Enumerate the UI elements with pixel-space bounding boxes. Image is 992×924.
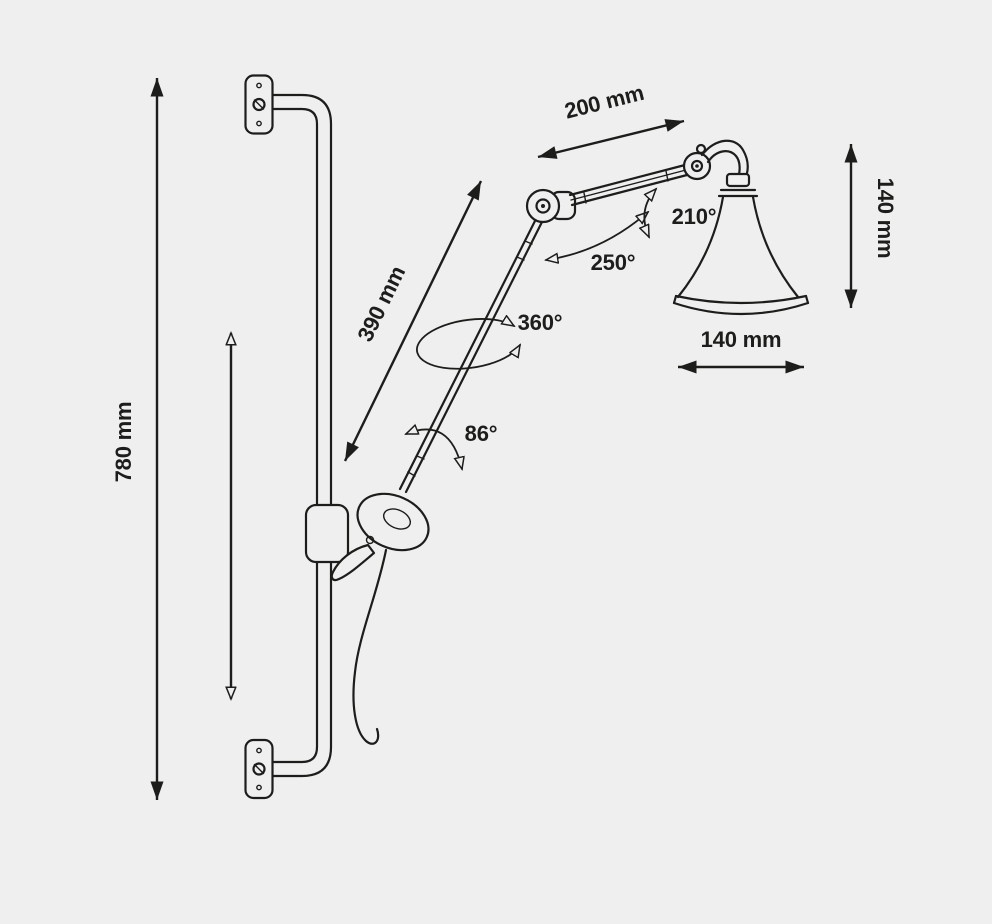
dim-upper-arm-label: 200 mm	[562, 80, 646, 124]
clamp-screw	[365, 535, 375, 545]
lower-arm-ferrule-1	[407, 471, 416, 477]
lower-arm-edge-2	[404, 214, 547, 494]
dim-shade-diameter-label: 140 mm	[701, 327, 782, 352]
wall-bar-inner-edge	[271, 107, 319, 764]
upper-arm-seam	[570, 169, 687, 201]
dim-upper-arm-arrow	[537, 119, 685, 159]
socket-cap	[725, 172, 751, 188]
upper-arm-edge-1	[568, 163, 687, 197]
top-plate-screw-slot	[253, 99, 265, 110]
elbow-hub	[535, 198, 551, 214]
elbow-joint	[525, 188, 577, 224]
shade-joint	[682, 143, 712, 181]
top-plate-hole-upper	[256, 82, 262, 89]
upper-arm	[568, 163, 689, 207]
dim-mount-height-label: 780 mm	[111, 402, 136, 483]
lower-arm-edge-1	[398, 211, 541, 491]
clamp-knuckle-inner	[382, 508, 412, 530]
lower-arm-ferrule-3	[516, 256, 525, 261]
upper-arm-tick-1	[583, 192, 587, 204]
angle-elbow-label: 250°	[591, 250, 636, 275]
bottom-plate-screw	[252, 762, 266, 776]
stem-outer-curve	[700, 139, 749, 182]
bottom-plate-hole-upper	[256, 747, 262, 754]
angle-base-tilt: 86°	[406, 421, 498, 469]
angle-arm-rotation-ellipse	[416, 319, 520, 370]
power-cable	[352, 548, 388, 745]
dim-upper-arm: 200 mm	[537, 80, 685, 159]
angle-shade-tilt-arc	[644, 189, 656, 237]
shade-profile-left	[676, 195, 725, 299]
shade-rim-edge-right	[804, 294, 810, 305]
angle-elbow-arc	[546, 212, 648, 260]
angle-base-tilt-label: 86°	[465, 421, 498, 446]
shade-rim-top	[674, 294, 808, 305]
top-plate-hole-lower	[256, 120, 262, 127]
bottom-wall-plate	[244, 738, 274, 800]
wall-bar-outer-edge	[271, 93, 333, 778]
top-plate-screw	[252, 97, 266, 112]
clamp-lever	[330, 543, 376, 582]
upper-arm-tick-2	[665, 170, 669, 182]
angle-elbow-rotation: 250°	[546, 212, 648, 275]
angle-arm-rotation-label: 360°	[518, 310, 563, 335]
bottom-plate-screw-slot	[253, 763, 265, 775]
wall-bar	[271, 93, 333, 778]
dim-shade-height: 140 mm	[844, 144, 898, 308]
top-wall-plate	[244, 74, 274, 135]
shade-profile-right	[751, 195, 800, 299]
shade-rim-bottom	[672, 301, 810, 316]
shade-joint-hub	[690, 159, 704, 173]
clamp-collar	[304, 503, 350, 564]
elbow-pin	[541, 204, 545, 208]
stem-inner-curve	[706, 150, 741, 180]
lampshade	[672, 139, 810, 316]
clamp-knuckle	[356, 492, 430, 552]
slide-clamp	[304, 492, 430, 582]
angle-shade-tilt-label: 210°	[672, 204, 717, 229]
dim-lower-arm-arrow	[343, 180, 483, 462]
bottom-plate-hole-lower	[256, 784, 262, 791]
lower-arm-ferrule-4	[524, 240, 533, 245]
dim-shade-diameter: 140 mm	[678, 327, 804, 374]
dim-mount-height: 780 mm	[111, 78, 164, 800]
lower-arm	[398, 211, 547, 494]
angle-arm-rotation: 360°	[416, 310, 563, 370]
dim-shade-height-label: 140 mm	[873, 178, 898, 259]
dim-lower-arm-label: 390 mm	[352, 262, 410, 346]
shade-rim-edge-left	[672, 294, 678, 305]
angle-base-tilt-arc	[406, 429, 462, 469]
angle-shade-tilt: 210°	[644, 189, 717, 237]
shade-joint-pin	[695, 164, 699, 168]
